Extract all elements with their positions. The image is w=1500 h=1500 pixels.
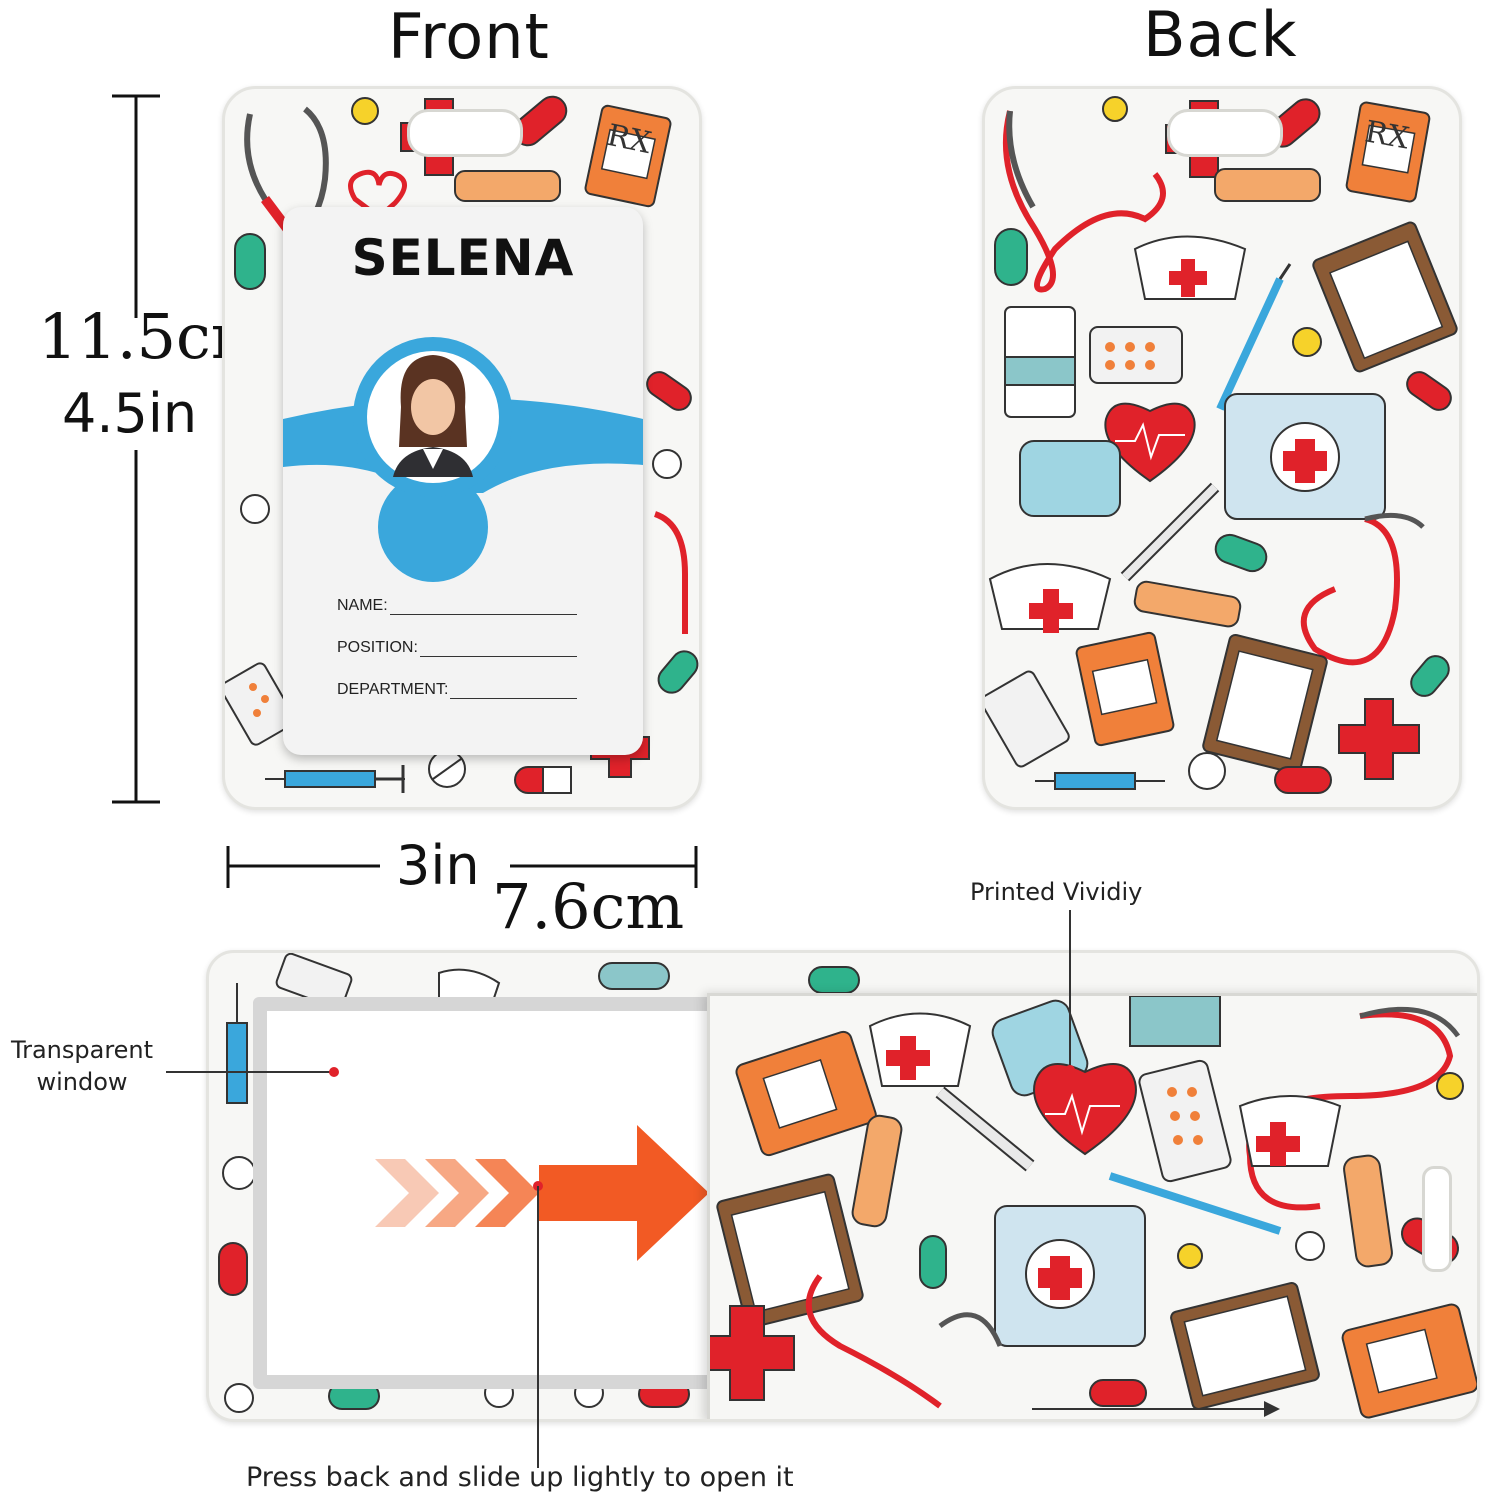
width-dimension-line — [226, 846, 698, 888]
medical-pattern-slide — [710, 996, 1477, 1419]
medical-pattern-open — [218, 953, 860, 1413]
badge-photo-graphic — [283, 337, 643, 582]
transparent-window-callout: Transparent window — [10, 1036, 154, 1097]
back-card-holder — [982, 86, 1462, 810]
transparent-leader-line — [166, 1067, 339, 1077]
field-label-department: DEPARTMENT: — [337, 681, 449, 698]
lanyard-slot — [1167, 109, 1283, 157]
medical-pattern-front — [225, 95, 699, 794]
lanyard-slot — [1422, 1166, 1452, 1272]
instruction-text: Press back and slide up lightly to open … — [246, 1462, 794, 1493]
instruction-leader-line — [533, 1181, 543, 1468]
field-label-position: POSITION: — [337, 639, 418, 656]
printed-leader-line — [1065, 910, 1075, 1075]
badge-name: SELENA — [351, 229, 575, 287]
sliding-back-panel[interactable] — [707, 993, 1477, 1419]
width-in-label: 3in — [396, 834, 480, 897]
height-in-label: 4.5in — [62, 382, 198, 445]
badge-field-row: POSITION: — [337, 639, 577, 657]
printed-callout: Printed Vividiy — [970, 878, 1143, 906]
badge-field-row: DEPARTMENT: — [337, 681, 577, 699]
field-label-name: NAME: — [337, 597, 388, 614]
badge-fields: NAME: POSITION: DEPARTMENT: — [337, 597, 577, 699]
rx-label: RX — [1362, 114, 1412, 157]
height-dimension-line — [112, 94, 160, 804]
id-badge-insert: SELENA NAME: POSITION: DEPARTMENT: — [283, 207, 643, 755]
back-heading: Back — [1143, 0, 1298, 71]
medical-pattern-back — [985, 96, 1458, 794]
slide-arrow-icon — [375, 1125, 709, 1261]
badge-field-row: NAME: — [337, 597, 577, 615]
front-heading: Front — [388, 0, 550, 73]
width-cm-label: 7.6cm — [492, 870, 685, 943]
slide-direction-arrow-icon — [1032, 1401, 1280, 1417]
front-card-holder: SELENA NAME: POSITION: DEPARTMENT: — [222, 86, 702, 810]
lanyard-slot — [407, 109, 523, 157]
opened-card-holder — [206, 950, 1480, 1422]
